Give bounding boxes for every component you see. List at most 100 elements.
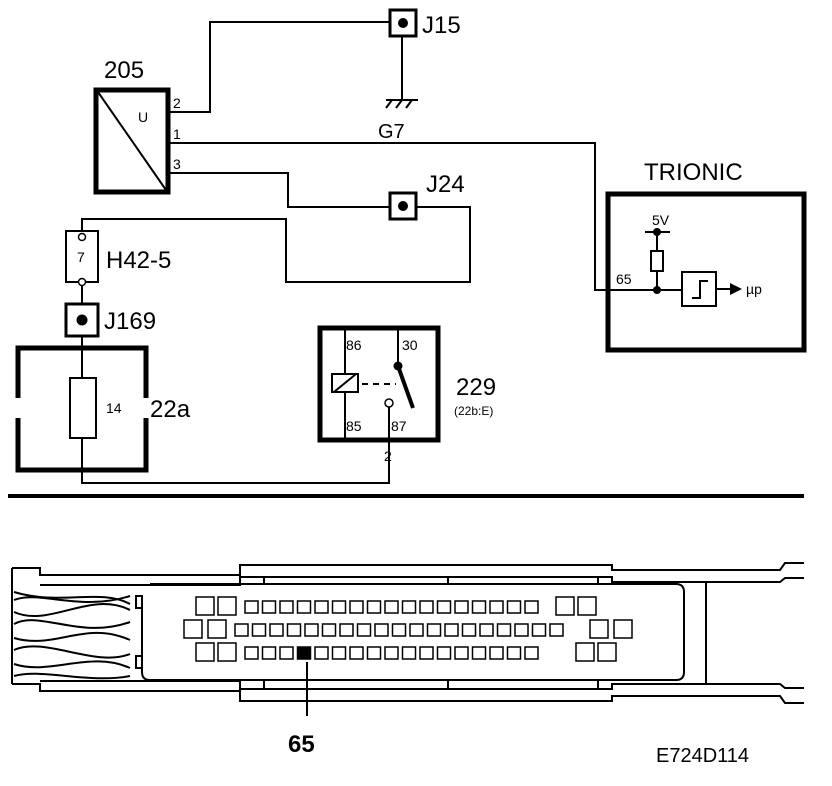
connector-pin <box>401 600 417 614</box>
connector-pin <box>321 623 337 637</box>
connector-pin <box>349 646 364 660</box>
connector-pin <box>217 642 237 662</box>
fusebox-22a <box>15 345 149 473</box>
connector-pin <box>489 600 504 614</box>
label-trionic-5v: 5V <box>652 212 670 228</box>
wire-bundle <box>13 591 131 680</box>
terminal-j15 <box>388 8 418 38</box>
wire-205-pin3-to-j24 <box>170 172 390 208</box>
label-g7: G7 <box>378 121 405 143</box>
wire-j24-to-h42 <box>81 206 471 283</box>
connector-pin <box>384 646 399 660</box>
connector-pin <box>444 623 459 637</box>
connector-pin <box>613 619 633 639</box>
connector-pin <box>524 646 539 660</box>
label-trionic: TRIONIC <box>644 159 743 186</box>
connector-pin <box>296 646 312 660</box>
label-pin-65-callout: 65 <box>288 731 315 758</box>
connector-pin <box>251 623 267 637</box>
connector-pin <box>549 623 564 637</box>
label-205: 205 <box>104 57 144 84</box>
connector-pin <box>489 646 504 660</box>
connector-pin <box>514 623 529 637</box>
label-relay-sub: (22b:E) <box>454 404 493 418</box>
connector-pin <box>496 623 512 637</box>
connector-pin <box>314 600 329 614</box>
label-205-pin2: 2 <box>173 95 181 111</box>
connector-pin <box>577 596 597 616</box>
label-h42-5: H42-5 <box>106 247 171 274</box>
connector-pin <box>426 623 442 637</box>
connector-pin <box>207 619 227 639</box>
connector-pin <box>454 646 469 660</box>
connector-pin <box>461 623 477 637</box>
label-h42-pin: 7 <box>77 249 85 265</box>
connector-pin <box>589 619 609 639</box>
connector-pin <box>524 600 539 614</box>
trionic-box <box>605 191 807 353</box>
connector-pin <box>419 646 434 660</box>
relay-229-box <box>317 325 441 443</box>
connector-pin <box>286 623 302 637</box>
label-j169: J169 <box>104 308 156 335</box>
wire-fuse-to-relay <box>81 336 390 484</box>
label-relay-pin85: 85 <box>346 418 362 434</box>
connector-pin <box>279 646 294 660</box>
connector-pin <box>217 596 237 616</box>
connector-pin <box>234 623 249 637</box>
connector-pin <box>195 596 215 616</box>
connector-pin <box>506 600 522 614</box>
connector-pin <box>304 623 319 637</box>
connector-pin <box>401 646 417 660</box>
connector-pin <box>471 600 487 614</box>
label-205-pin3: 3 <box>173 156 181 172</box>
label-j15: J15 <box>422 12 461 39</box>
connector-pin <box>244 600 259 614</box>
figure-id: E724D114 <box>656 745 749 767</box>
connector-pin <box>506 646 522 660</box>
component-205-box <box>93 87 171 195</box>
connector-pin <box>366 646 382 660</box>
connector-pin <box>349 600 364 614</box>
connector-pin <box>366 600 382 614</box>
wire-205-pin1-to-trionic <box>170 142 656 291</box>
label-relay-pin30: 30 <box>402 337 418 353</box>
connector-pin <box>261 600 277 614</box>
connector-pin <box>597 642 617 662</box>
label-205-symbol: U <box>138 109 148 125</box>
relay-229-internals <box>331 330 415 438</box>
connector-pin <box>531 623 547 637</box>
label-relay-wire-pin: 2 <box>384 448 392 464</box>
terminal-j24 <box>388 191 418 221</box>
terminal-j169 <box>64 302 100 338</box>
connector-pin <box>279 600 294 614</box>
label-trionic-pin65: 65 <box>616 271 632 287</box>
label-205-pin1: 1 <box>173 126 181 142</box>
trionic-internals <box>645 228 742 307</box>
connector-pin <box>575 642 595 662</box>
connector-pin <box>555 596 575 616</box>
connector-pin <box>269 623 284 637</box>
label-trionic-microprocessor: µp <box>746 281 762 297</box>
connector-pin <box>356 623 372 637</box>
component-205-diagonal <box>97 91 167 191</box>
connector-pin <box>261 646 277 660</box>
connector-pin <box>331 600 347 614</box>
connector-pin <box>454 600 469 614</box>
connector-pin <box>314 646 329 660</box>
label-j24: J24 <box>426 171 465 198</box>
connector-pin <box>479 623 494 637</box>
label-fuse-14: 14 <box>106 400 122 416</box>
label-22a: 22a <box>150 396 191 423</box>
connector-pin <box>436 646 452 660</box>
label-relay-229: 229 <box>456 374 496 401</box>
connector-pin <box>339 623 354 637</box>
connector-pin <box>391 623 407 637</box>
connector-pin <box>419 600 434 614</box>
wire-205-pin2-to-j15 <box>170 21 390 113</box>
connector-h42-5 <box>65 230 99 287</box>
connector-pin <box>331 646 347 660</box>
connector-pins <box>183 596 633 662</box>
